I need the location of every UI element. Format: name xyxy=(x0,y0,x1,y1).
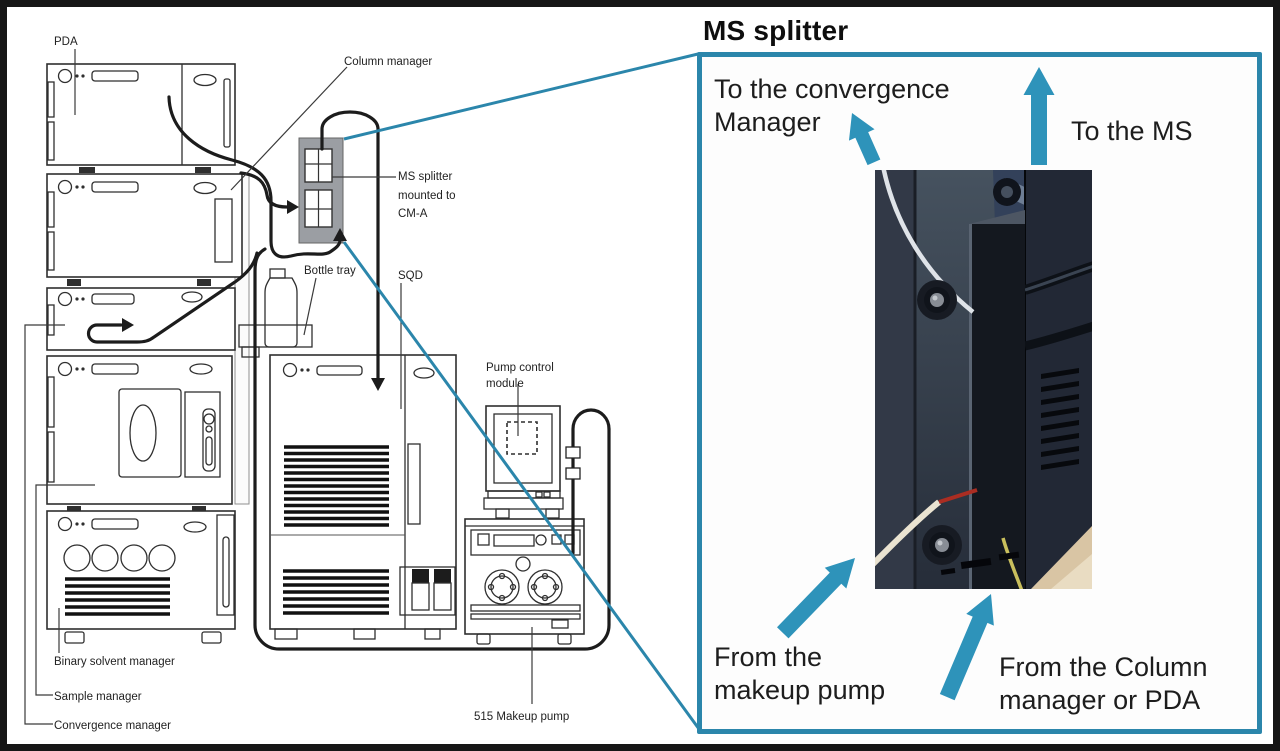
label-convergence-manager: Convergence manager xyxy=(54,720,171,732)
bottle-tray xyxy=(238,268,313,358)
label-from-makeup-line2: makeup pump xyxy=(714,675,886,705)
label-from-column-line1: From the Column xyxy=(999,652,1208,682)
module-flow-cell xyxy=(46,287,236,351)
label-ms-splitter-3: CM-A xyxy=(398,208,428,220)
photo-bottom-slots xyxy=(940,551,1020,575)
pump-control-module xyxy=(483,405,564,519)
label-from-column-line2: manager or PDA xyxy=(999,685,1201,715)
label-pointers xyxy=(24,49,533,725)
photo-splitter-block xyxy=(969,224,1025,589)
photo-composition xyxy=(875,170,1092,589)
ms-splitter-photo xyxy=(875,170,1092,589)
label-binary-solvent: Binary solvent manager xyxy=(54,656,175,668)
label-ms-splitter-1: MS splitter xyxy=(398,171,452,183)
photo-screw-lower xyxy=(922,525,962,565)
label-to-convergence-manager: To the convergence Manager xyxy=(714,73,950,139)
photo-right-panel xyxy=(1025,170,1092,589)
label-to-the-ms: To the MS xyxy=(1071,116,1193,146)
module-sample-manager xyxy=(46,355,233,512)
label-ms-splitter-2: mounted to xyxy=(398,190,456,202)
label-makeup-pump: 515 Makeup pump xyxy=(474,711,569,723)
photo-white-tube xyxy=(881,170,975,314)
diagram-labels: PDA Column manager MS splitter mounted t… xyxy=(54,36,569,732)
label-bottle-tray: Bottle tray xyxy=(304,265,356,277)
label-pump-control-2: module xyxy=(486,378,524,390)
tubing xyxy=(86,95,611,651)
label-pda: PDA xyxy=(54,36,78,48)
label-from-column-manager: From the Column manager or PDA xyxy=(999,651,1208,717)
label-sqd: SQD xyxy=(398,270,423,282)
photo-red-fitting xyxy=(938,488,978,504)
label-column-manager: Column manager xyxy=(344,56,432,68)
photo-yellow-tube xyxy=(1001,537,1024,589)
label-to-convergence-line1: To the convergence xyxy=(714,74,950,104)
module-column-manager xyxy=(46,173,243,286)
photo-vent-slots xyxy=(1041,368,1079,470)
photo-makeup-tube xyxy=(875,499,941,567)
panel-title: MS splitter xyxy=(703,15,849,46)
photo-cable-lower xyxy=(1023,321,1092,351)
label-from-makeup-pump: From the makeup pump xyxy=(714,641,885,707)
photo-screw-upper xyxy=(917,280,957,320)
unit-sqd xyxy=(269,354,457,640)
label-from-makeup-line1: From the xyxy=(714,642,823,672)
ms-splitter-block xyxy=(298,137,344,244)
label-pump-control-1: Pump control xyxy=(486,362,554,374)
label-sample-manager: Sample manager xyxy=(54,691,142,703)
label-to-convergence-line2: Manager xyxy=(714,107,821,137)
system-diagram: PDA Column manager MS splitter mounted t… xyxy=(24,36,701,732)
module-binary-solvent-manager xyxy=(46,510,236,644)
unit-515-makeup-pump xyxy=(464,518,585,645)
callout-lines xyxy=(342,52,701,730)
ms-splitter-panel: To the convergence Manager To the MS Fro… xyxy=(697,52,1262,734)
